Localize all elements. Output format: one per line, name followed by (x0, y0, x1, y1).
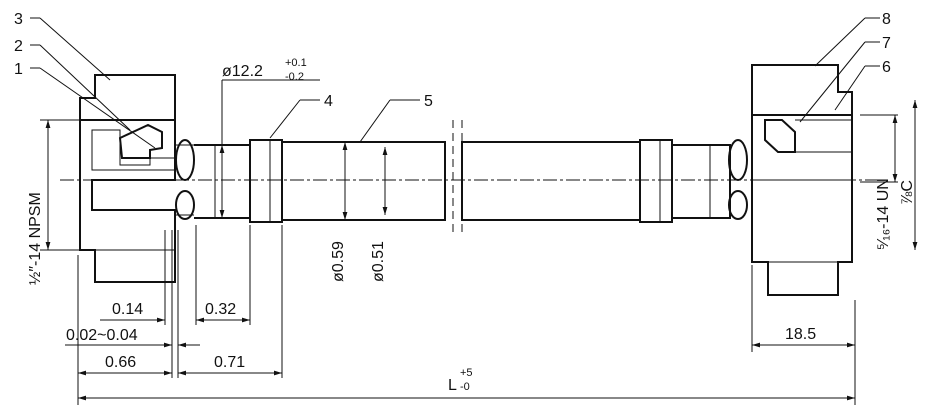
dim-tube-tol-plus: +0.1 (285, 57, 307, 69)
dim-fitting-thread: ⁵⁄₁₆-14 UN (875, 178, 892, 250)
callout-7: 7 (882, 35, 891, 52)
callout-6: 6 (882, 59, 891, 76)
right-nut-assembly (751, 64, 853, 296)
nut-body (79, 120, 176, 283)
ferrule-bulb-bottom (175, 190, 195, 220)
dim-fitting-size: ⅞C (899, 180, 916, 205)
dim-outer-dia: ø0.59 (330, 241, 347, 282)
nut-insert (91, 129, 176, 171)
dim-total-length: L (448, 377, 457, 394)
dim-066: 0.66 (105, 354, 136, 371)
crimp-collar-right (639, 139, 673, 223)
callout-3: 3 (14, 11, 23, 28)
left-tube-stem (194, 139, 283, 223)
braided-hose-left (281, 141, 446, 221)
dim-nut-thread: ½″-14 NPSM (27, 192, 44, 285)
seal-washer (118, 123, 163, 159)
dim-tube-tol-minus: -0.2 (285, 71, 304, 83)
dim-total-tol-minus: -0 (460, 381, 470, 393)
nut-section-top (79, 74, 176, 121)
crimp-collar-left (249, 139, 283, 223)
callout-8: 8 (882, 11, 891, 28)
seal-washer-right (764, 119, 796, 153)
dim-032: 0.32 (205, 301, 236, 318)
dim-071: 0.71 (214, 354, 245, 371)
dim-gap: 0.02~0.04 (66, 327, 138, 344)
callout-4: 4 (324, 93, 333, 110)
break-symbol (452, 120, 463, 235)
dim-185: 18.5 (785, 326, 816, 343)
left-nut-assembly (79, 74, 195, 283)
callout-2: 2 (14, 38, 23, 55)
dim-014: 0.14 (112, 301, 143, 318)
dim-tube-od: ø12.2 (222, 63, 263, 80)
dim-total-tol-plus: +5 (460, 367, 473, 379)
callout-5: 5 (424, 93, 433, 110)
callout-1: 1 (14, 61, 23, 78)
braided-hose-right (461, 141, 641, 221)
dim-inner-dia: ø0.51 (370, 241, 387, 282)
right-tube-stem (639, 139, 748, 223)
callout-leaders (30, 17, 880, 149)
ferrule-bulb-top (175, 139, 195, 181)
